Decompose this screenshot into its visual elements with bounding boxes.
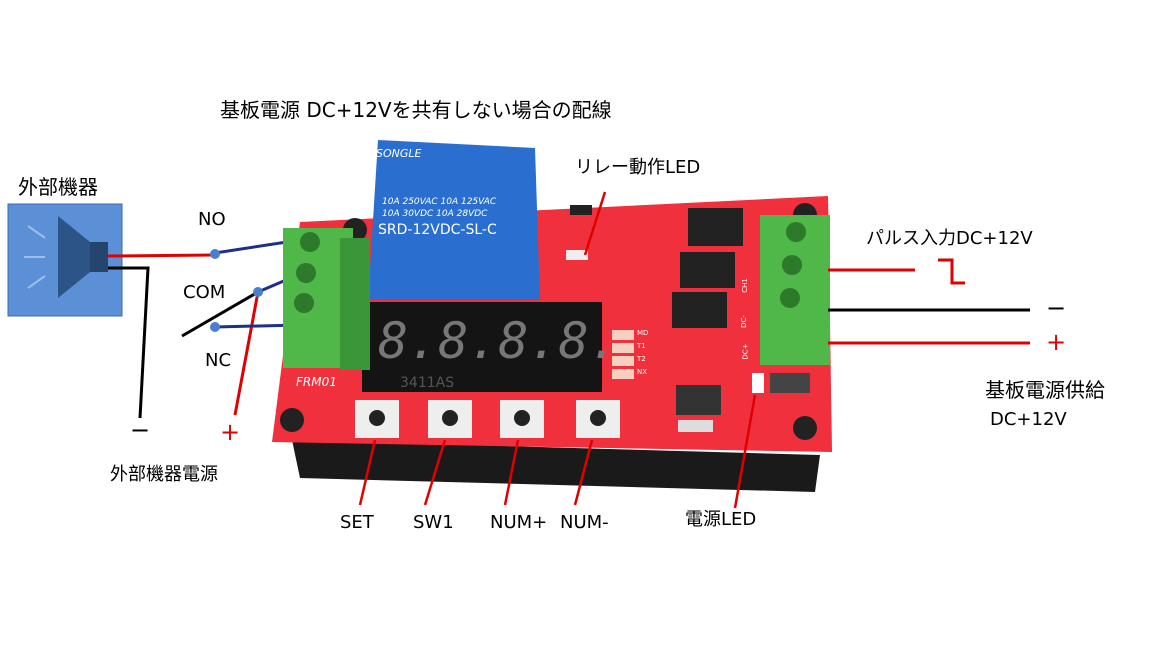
button-label-num-minus: NUM- [560, 512, 609, 533]
mode-led-label: T1 [637, 342, 646, 350]
com-label: COM [183, 282, 226, 303]
supply-label: 基板電源供給 [985, 378, 1105, 402]
relay-rating-2: 10A 30VDC 10A 28VDC [382, 209, 488, 219]
button-label-sw1: SW1 [413, 512, 454, 533]
device-power-label: 外部機器電源 [110, 464, 218, 485]
button-label-set: SET [340, 512, 374, 533]
speaker-icon [24, 216, 108, 298]
pulse-input-label: パルス入力DC+12V [866, 228, 1033, 249]
diagram-title: 基板電源 DC+12Vを共有しない場合の配線 [220, 98, 612, 122]
device-power-minus: − [130, 416, 151, 444]
supply-voltage: DC+12V [990, 409, 1067, 430]
external-device [7, 203, 123, 317]
pulse-icon [938, 258, 965, 285]
nc-terminal-dot [210, 322, 220, 332]
supply-minus: − [1046, 294, 1067, 322]
supply-plus: + [1046, 328, 1067, 356]
relay-model: SRD-12VDC-SL-C [378, 222, 497, 238]
relay-board [272, 140, 832, 492]
com-terminal-dot [253, 287, 263, 297]
external-device-label: 外部機器 [18, 175, 98, 199]
left-wires [107, 238, 301, 419]
callout-arrows [358, 191, 757, 509]
power-led [752, 373, 764, 393]
button-label-num-plus: NUM+ [490, 512, 548, 533]
display-part: 3411AS [400, 375, 455, 391]
display-digits: 8.8.8.8. [378, 312, 619, 370]
mode-led-label: T2 [637, 355, 646, 363]
relay-led-callout: リレー動作LED [575, 157, 701, 178]
seven-segment-display [362, 302, 602, 392]
mode-led-label: NX [637, 368, 648, 376]
pin-label: DC+ [741, 343, 750, 360]
no-label: NO [198, 209, 226, 230]
nc-label: NC [205, 350, 232, 371]
board-name: FRM01 [296, 375, 337, 389]
pin-label: DC- [739, 315, 748, 328]
push-buttons [355, 400, 620, 438]
relay [368, 140, 540, 300]
relay-brand: SONGLE [376, 147, 422, 160]
pin-label: CH1 [740, 278, 749, 293]
mode-led-label: MD [637, 329, 649, 337]
power-led-callout: 電源LED [685, 509, 757, 530]
no-terminal-dot [210, 249, 220, 259]
device-power-plus: + [220, 418, 241, 446]
relay-rating-1: 10A 250VAC 10A 125VAC [382, 197, 497, 207]
right-wires [828, 258, 1030, 345]
